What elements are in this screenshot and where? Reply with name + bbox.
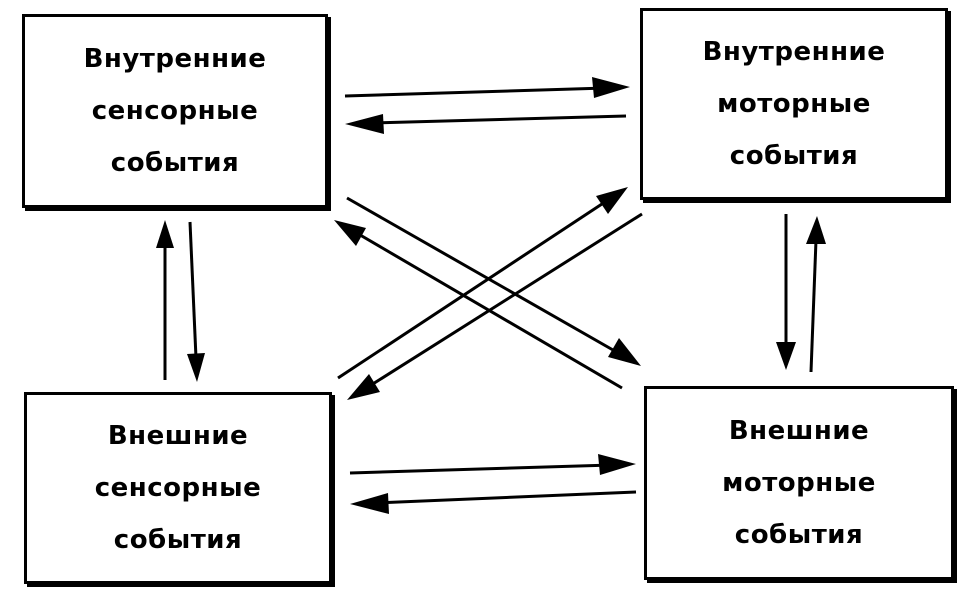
box-label-line: Внешние <box>728 416 870 446</box>
arrow-internal-motor-to-external-sensory <box>347 212 643 400</box>
arrow-external-sensory-to-external-motor <box>349 454 636 475</box>
box-label-line: Внутренние <box>702 37 886 67</box>
arrow-internal-sensory-to-external-sensory <box>187 221 205 382</box>
external-motor-events-box: Внешние моторные события <box>644 386 954 580</box>
arrow-external-motor-to-external-sensory <box>350 490 637 514</box>
arrow-internal-motor-to-internal-sensory <box>345 114 627 134</box>
internal-sensory-events-box: Внутренние сенсорные события <box>22 14 328 208</box>
box-label-line: события <box>729 141 859 171</box>
external-sensory-events-box: Внешние сенсорные события <box>24 392 332 584</box>
box-label-line: события <box>113 525 243 555</box>
box-label-line: Внешние <box>107 421 249 451</box>
arrow-external-motor-to-internal-sensory <box>334 220 623 390</box>
box-label-line: моторные <box>717 89 871 119</box>
arrow-internal-motor-to-external-motor <box>776 214 796 370</box>
internal-motor-events-box: Внутренние моторные события <box>640 8 948 200</box>
arrow-external-motor-to-internal-motor <box>806 216 826 373</box>
box-label-line: моторные <box>722 468 876 498</box>
arrow-external-sensory-to-internal-sensory <box>156 220 174 380</box>
box-label-line: события <box>734 520 864 550</box>
arrow-internal-sensory-to-internal-motor <box>344 77 630 98</box>
arrow-internal-sensory-to-external-motor <box>346 196 641 366</box>
arrow-external-sensory-to-internal-motor <box>337 187 628 380</box>
box-label-line: события <box>110 148 240 178</box>
box-label-line: сенсорные <box>94 473 262 503</box>
box-label-line: Внутренние <box>83 44 267 74</box>
box-label-line: сенсорные <box>91 96 259 126</box>
